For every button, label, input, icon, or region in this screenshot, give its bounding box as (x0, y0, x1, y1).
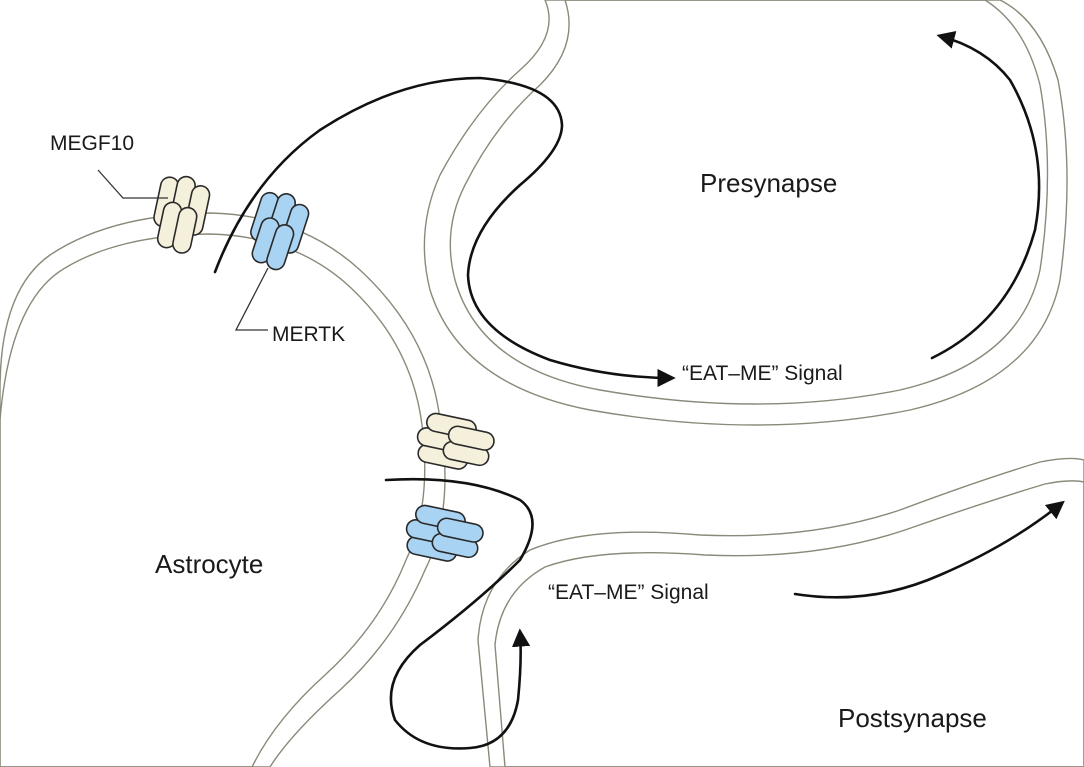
astrocyte-body (0, 233, 426, 767)
megf10-label: MEGF10 (50, 132, 134, 155)
mertk-label: MERTK (272, 323, 345, 346)
mertk-leader-line (234, 267, 269, 331)
postsynapse-signal-arrow (793, 500, 1065, 599)
megf10-receptor-lower (416, 412, 495, 470)
astrocyte-label: Astrocyte (155, 549, 263, 579)
presynapse-membrane (423, 0, 1068, 426)
postsynapse-label: Postsynapse (838, 703, 987, 733)
postsynapse-signal-label: “EAT–ME” Signal (548, 581, 709, 604)
presynapse-cell (423, 0, 1068, 426)
mertk-receptor-lower (405, 504, 484, 562)
presynapse-label: Presynapse (700, 168, 837, 198)
engulfment-path-lower (384, 477, 534, 750)
mertk-receptor-upper (250, 191, 310, 271)
presynapse-body (449, 0, 1049, 405)
astrocyte-cell (0, 212, 446, 767)
presynapse-signal-label: “EAT–ME” Signal (682, 362, 843, 385)
postsynapse-body (494, 480, 1084, 767)
postsynapse-cell (477, 457, 1084, 767)
presynapse-signal-arrow (930, 30, 1041, 360)
astrocyte-membrane (0, 212, 446, 767)
megf10-leader-line (97, 169, 168, 199)
megf10-receptor-upper (153, 175, 211, 254)
engulfment-path-upper (213, 76, 676, 388)
postsynapse-membrane (477, 457, 1084, 767)
